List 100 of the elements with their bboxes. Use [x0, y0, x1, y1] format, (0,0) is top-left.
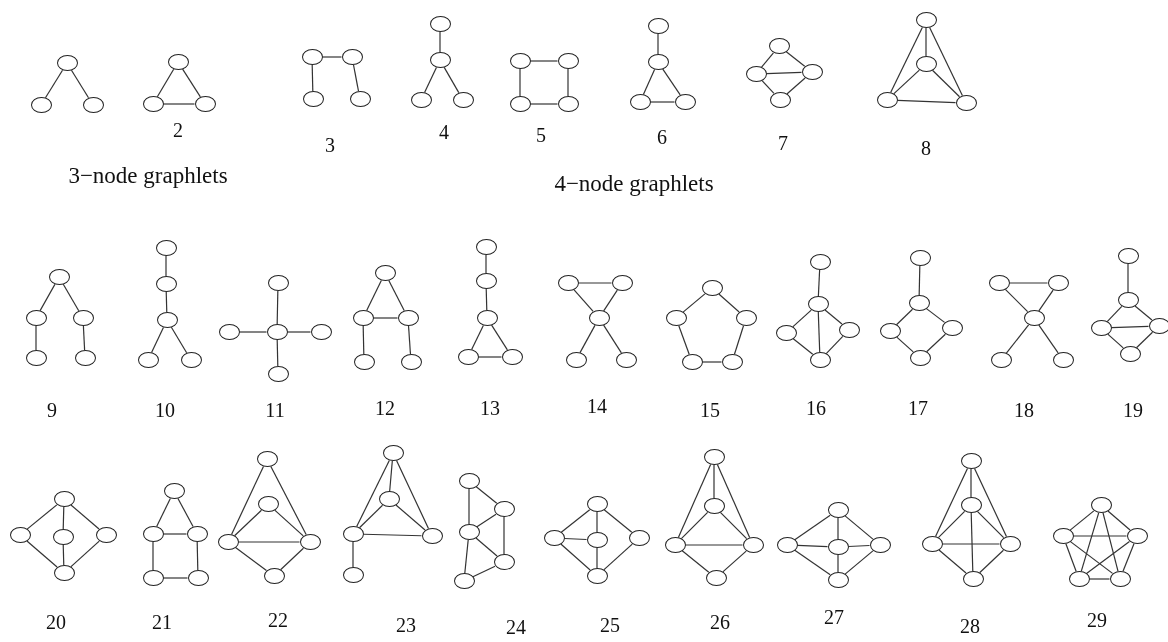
graph-edge: [786, 77, 806, 95]
graph-vertex: [353, 354, 375, 370]
graphlet-number: 2: [173, 120, 183, 140]
graph-edge: [713, 464, 715, 499]
graph-edge: [485, 288, 488, 311]
graph-vertex: [429, 52, 451, 68]
graph-edge: [276, 290, 279, 325]
graph-edge: [1135, 331, 1154, 349]
graph-edge: [485, 254, 487, 274]
graph-vertex: [565, 352, 587, 368]
graph-edge: [395, 459, 430, 530]
graphlet-number: 24: [506, 617, 526, 637]
graph-vertex: [410, 92, 432, 108]
graph-vertex: [876, 92, 898, 108]
graph-edge: [62, 544, 65, 566]
graph-vertex: [400, 354, 422, 370]
graph-vertex: [681, 354, 703, 370]
graph-vertex: [745, 66, 767, 82]
graphlet-number: 16: [806, 398, 826, 418]
graph-vertex: [352, 310, 374, 326]
graph-vertex: [1119, 346, 1141, 362]
graph-edge: [718, 293, 740, 313]
graph-edge: [973, 467, 1008, 538]
graph-edge: [62, 506, 65, 530]
graph-edge: [276, 339, 279, 367]
graph-edge: [529, 103, 559, 105]
graph-edge: [352, 541, 354, 568]
graph-edge: [825, 335, 844, 355]
graph-edge: [567, 68, 569, 97]
graph-edge: [475, 486, 498, 504]
graph-edge: [162, 533, 188, 535]
graph-edge: [918, 265, 921, 296]
graph-edge: [684, 544, 744, 546]
graph-edge: [423, 66, 438, 94]
graph-edge: [603, 324, 622, 354]
graphlet-number: 19: [1123, 400, 1143, 420]
graph-vertex: [56, 55, 78, 71]
graph-vertex: [475, 239, 497, 255]
graph-edge: [468, 488, 470, 525]
graph-edge: [388, 279, 405, 312]
graph-edge: [794, 514, 831, 541]
graph-vertex: [776, 537, 798, 553]
graph-vertex: [801, 64, 823, 80]
graph-edge: [941, 543, 1001, 545]
graph-edge: [1110, 325, 1150, 329]
graph-vertex: [735, 310, 757, 326]
graph-vertex: [908, 295, 930, 311]
graph-vertex: [167, 54, 189, 70]
graph-vertex: [960, 453, 982, 469]
graph-vertex: [1117, 292, 1139, 308]
graph-vertex: [962, 571, 984, 587]
graph-edge: [925, 27, 927, 57]
graph-vertex: [647, 54, 669, 70]
graph-vertex: [266, 324, 288, 340]
graph-edge: [1085, 541, 1131, 574]
graph-edge: [722, 550, 747, 573]
graphlet-number: 6: [657, 127, 667, 147]
graph-edge: [477, 356, 503, 358]
graphlet-number: 15: [700, 400, 720, 420]
graph-vertex: [827, 572, 849, 588]
graph-vertex: [382, 445, 404, 461]
graph-edge: [1127, 263, 1129, 293]
graphlet-number: 8: [921, 138, 931, 158]
graph-vertex: [1052, 352, 1074, 368]
graph-edge: [662, 68, 681, 96]
graph-edge: [311, 64, 314, 92]
graph-edge: [701, 361, 723, 363]
graphlet-number: 20: [46, 612, 66, 632]
graph-vertex: [137, 352, 159, 368]
graph-vertex: [142, 526, 164, 542]
graph-vertex: [301, 49, 323, 65]
graph-vertex: [909, 250, 931, 266]
graph-edge: [196, 541, 199, 571]
graph-edge: [603, 543, 633, 571]
graph-vertex: [155, 240, 177, 256]
graph-vertex: [909, 350, 931, 366]
graph-vertex: [628, 530, 650, 546]
graphlet-number: 10: [155, 400, 175, 420]
graph-vertex: [543, 530, 565, 546]
graph-edge: [890, 26, 923, 94]
graph-vertex: [180, 352, 202, 368]
graphlet-number: 17: [908, 398, 928, 418]
graph-edge: [170, 326, 188, 354]
graph-vertex: [299, 534, 321, 550]
graph-edge: [1072, 535, 1128, 537]
graph-vertex: [665, 310, 687, 326]
graph-edge: [238, 331, 268, 333]
graph-vertex: [458, 473, 480, 489]
graph-edge: [372, 317, 399, 319]
graph-edge: [896, 336, 914, 353]
graph-vertex: [310, 324, 332, 340]
graph-vertex: [452, 92, 474, 108]
graph-vertex: [1117, 248, 1139, 264]
graph-edge: [970, 468, 972, 498]
graph-vertex: [509, 96, 531, 112]
graph-vertex: [1023, 310, 1045, 326]
graph-edge: [844, 550, 874, 575]
graph-edge: [362, 325, 365, 355]
graph-vertex: [1090, 320, 1112, 336]
graph-vertex: [1052, 528, 1074, 544]
